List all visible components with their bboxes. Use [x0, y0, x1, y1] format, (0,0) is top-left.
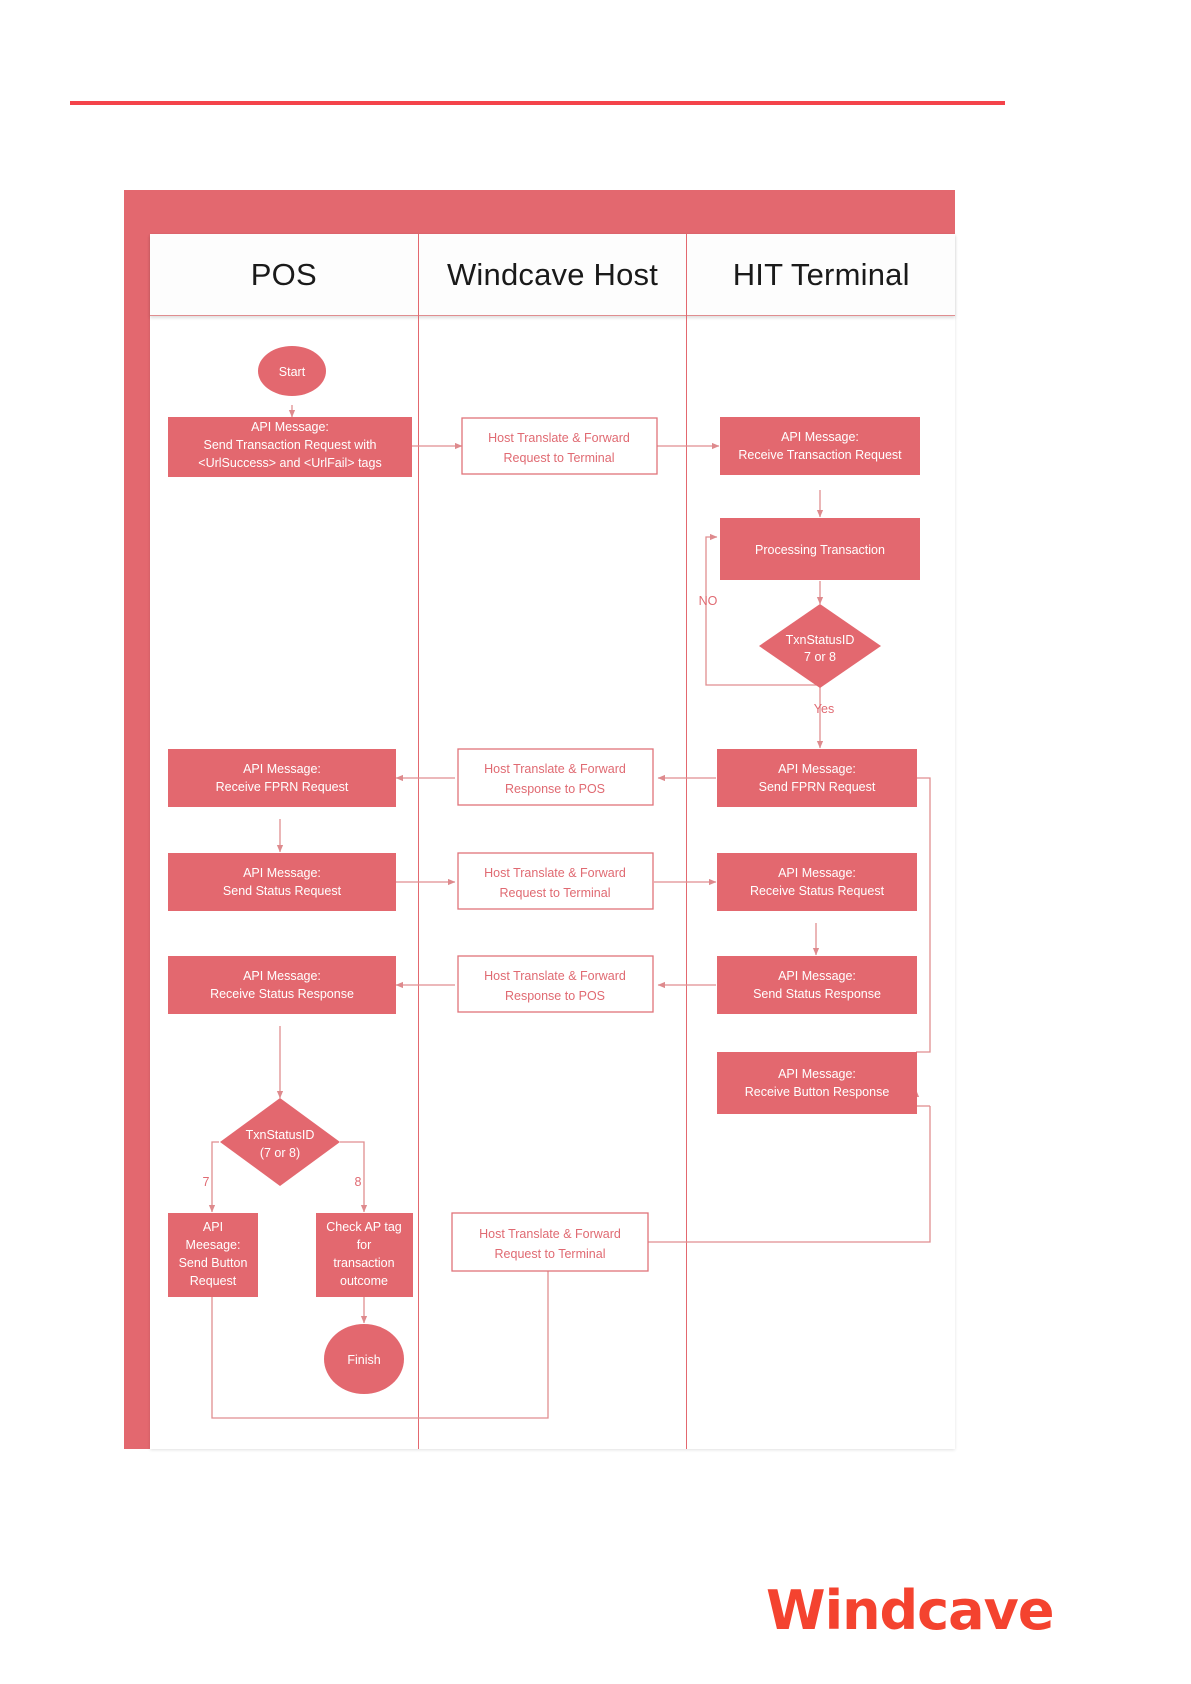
node-line: API Message:: [781, 430, 859, 444]
node-terminal-receive-button-response: API Message: Receive Button Response: [717, 1052, 917, 1114]
node-line: Response to POS: [505, 989, 605, 1003]
node-line: 7 or 8: [804, 650, 836, 664]
edge-recv-button-loop-to-send-fprn: [916, 777, 931, 1053]
node-host-forward-response-1: Host Translate & Forward Response to POS: [457, 748, 654, 806]
node-terminal-send-status-response: API Message: Send Status Response: [717, 956, 917, 1014]
node-line: Receive FPRN Request: [216, 780, 349, 794]
node-pos-receive-fprn-request: API Message: Receive FPRN Request: [168, 749, 396, 807]
node-line: Request to Terminal: [500, 886, 611, 900]
node-line: API Message:: [778, 762, 856, 776]
node-line: Response to POS: [505, 782, 605, 796]
node-line: Check AP tag: [326, 1220, 402, 1234]
windcave-logo: Windcave: [752, 1578, 1054, 1644]
flowchart-canvas: Start API Message: Send Transaction Requ…: [168, 346, 931, 1419]
node-line: transaction: [333, 1256, 394, 1270]
node-line: Receive Status Request: [750, 884, 885, 898]
node-line: API Message:: [243, 866, 321, 880]
node-start-label: Start: [279, 365, 306, 379]
edge-decision-branch-8: [340, 1141, 368, 1213]
edge-label-yes: Yes: [814, 702, 834, 716]
node-line: Send Button: [179, 1256, 248, 1270]
node-line: API Message:: [778, 1067, 856, 1081]
node-terminal-send-fprn-request: API Message: Send FPRN Request: [717, 749, 917, 807]
node-pos-receive-status-response: API Message: Receive Status Response: [168, 956, 396, 1014]
edge-decision-branch-7: [208, 1141, 219, 1213]
node-line: API: [203, 1220, 223, 1234]
node-line: TxnStatusID: [246, 1128, 315, 1142]
node-host-forward-request-2: Host Translate & Forward Request to Term…: [457, 852, 654, 910]
node-pos-send-button-request: API Meesage: Send Button Request: [168, 1213, 258, 1297]
node-finish: Finish: [324, 1324, 404, 1394]
top-rule-divider: [70, 101, 1005, 105]
lane-header-hit-terminal: HIT Terminal: [686, 234, 955, 315]
edge-host-fwd-3-to-recv-button-seg: [648, 1106, 931, 1243]
node-finish-label: Finish: [347, 1353, 380, 1367]
edge-send-button-to-host-fwd-3: [211, 1256, 552, 1419]
edge-label-no: NO: [699, 594, 718, 608]
node-line: Send Status Response: [753, 987, 881, 1001]
node-terminal-receive-status-request: API Message: Receive Status Request: [717, 853, 917, 911]
node-line: API Message:: [778, 969, 856, 983]
node-pos-check-ap-tag: Check AP tag for transaction outcome: [316, 1213, 413, 1297]
node-line: Send FPRN Request: [759, 780, 876, 794]
node-line: for: [357, 1238, 372, 1252]
node-line: API Message:: [778, 866, 856, 880]
node-line: Send Transaction Request with: [203, 438, 376, 452]
node-start: Start: [258, 346, 326, 396]
node-line: outcome: [340, 1274, 388, 1288]
node-terminal-processing-transaction: Processing Transaction: [720, 518, 920, 580]
windcave-logo-text: Windcave: [766, 1579, 1054, 1642]
node-host-forward-response-2: Host Translate & Forward Response to POS: [457, 955, 654, 1013]
node-line: Meesage:: [186, 1238, 241, 1252]
node-pos-decision-txnstatusid: TxnStatusID (7 or 8): [220, 1098, 340, 1186]
connector-group: [208, 405, 931, 1419]
node-host-forward-request-1: Host Translate & Forward Request to Term…: [461, 417, 658, 475]
node-pos-send-status-request: API Message: Send Status Request: [168, 853, 396, 911]
node-line: Receive Button Response: [745, 1085, 890, 1099]
swimlane-top-bar: [124, 190, 955, 234]
node-line: Request to Terminal: [495, 1247, 606, 1261]
swimlane-header-row: POS Windcave Host HIT Terminal: [150, 234, 955, 316]
node-line: TxnStatusID: [786, 633, 855, 647]
node-line: Receive Transaction Request: [738, 448, 902, 462]
node-host-forward-request-3: Host Translate & Forward Request to Term…: [451, 1212, 649, 1272]
node-line: Host Translate & Forward: [484, 969, 626, 983]
edge-label-7: 7: [203, 1175, 210, 1189]
edge-decision-no-loopback: [705, 533, 820, 686]
node-line: API Message:: [243, 969, 321, 983]
node-line: Request: [190, 1274, 237, 1288]
lane-header-windcave-host: Windcave Host: [417, 234, 687, 315]
node-line: Host Translate & Forward: [488, 431, 630, 445]
node-line: API Message:: [243, 762, 321, 776]
node-line: API Message:: [251, 420, 329, 434]
node-terminal-decision-txnstatusid: TxnStatusID 7 or 8: [759, 604, 881, 688]
node-line: Send Status Request: [223, 884, 342, 898]
swimlane-left-bar: [124, 190, 150, 1449]
lane-header-pos: POS: [250, 256, 317, 292]
edge-label-8: 8: [355, 1175, 362, 1189]
node-line: Receive Status Response: [210, 987, 354, 1001]
node-line: Host Translate & Forward: [484, 866, 626, 880]
node-pos-send-transaction-request: API Message: Send Transaction Request wi…: [168, 417, 412, 477]
node-line: Host Translate & Forward: [484, 762, 626, 776]
node-line: Processing Transaction: [755, 543, 885, 557]
node-line: <UrlSuccess> and <UrlFail> tags: [198, 456, 381, 470]
node-line: (7 or 8): [260, 1146, 300, 1160]
node-line: Request to Terminal: [504, 451, 615, 465]
node-terminal-receive-transaction-request: API Message: Receive Transaction Request: [720, 417, 920, 475]
node-line: Host Translate & Forward: [479, 1227, 621, 1241]
